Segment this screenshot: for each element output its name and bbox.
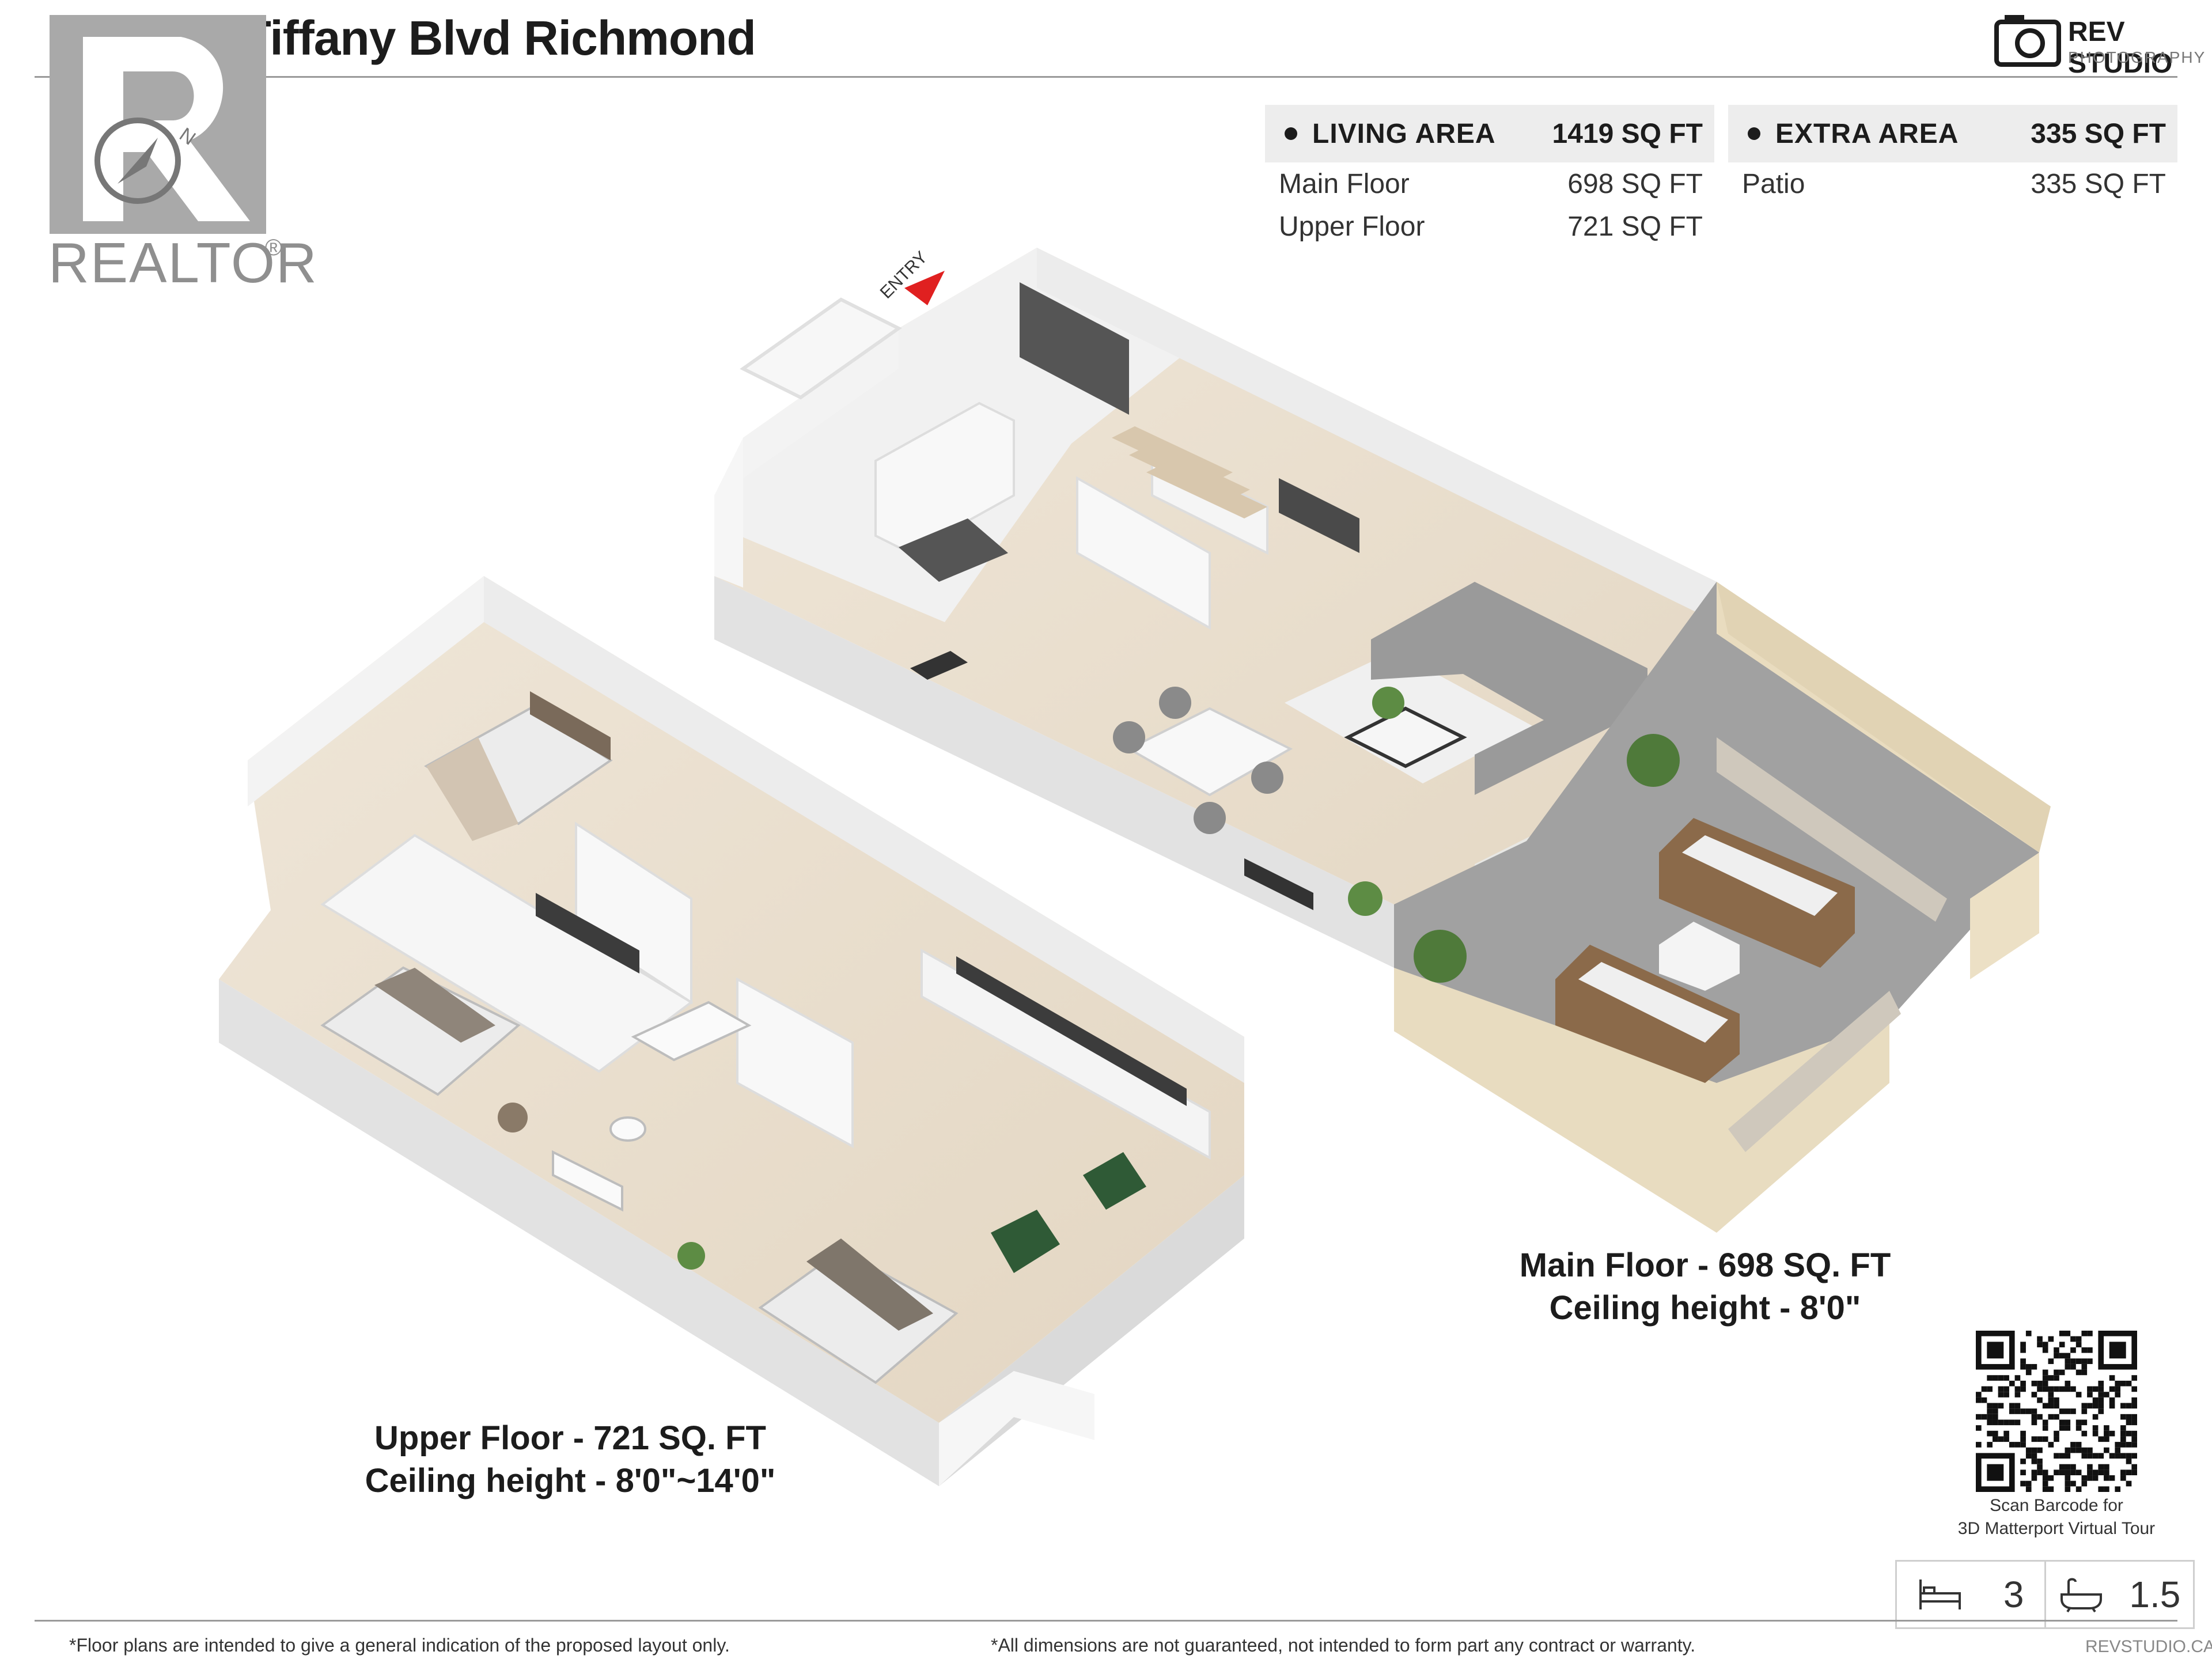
upper-floor-label: Upper Floor - 721 SQ. FT Ceiling height … bbox=[323, 1417, 818, 1502]
living-area-label: LIVING AREA bbox=[1312, 118, 1496, 149]
living-area-total: 1419 SQ FT bbox=[1552, 118, 1703, 149]
website-link[interactable]: REVSTUDIO.CA bbox=[2085, 1637, 2212, 1656]
extra-area-total: 335 SQ FT bbox=[2031, 118, 2166, 149]
camera-icon bbox=[1994, 15, 2061, 67]
realtor-logo: N bbox=[50, 15, 266, 234]
living-area-header: LIVING AREA 1419 SQ FT bbox=[1265, 105, 1714, 162]
extra-area-header: EXTRA AREA 335 SQ FT bbox=[1728, 105, 2177, 162]
bathroom-count: 1.5 bbox=[2129, 1574, 2181, 1615]
living-area-table: LIVING AREA 1419 SQ FT Main Floor 698 SQ… bbox=[1265, 105, 1714, 248]
top-divider bbox=[35, 76, 2177, 78]
bathtub-icon bbox=[2061, 1578, 2103, 1613]
main-floor-label: Main Floor - 698 SQ. FT Ceiling height -… bbox=[1475, 1244, 1936, 1330]
upper-floor-plan bbox=[219, 576, 1244, 1486]
bedroom-count: 3 bbox=[2003, 1574, 2024, 1615]
property-stats: 3 1.5 bbox=[1895, 1560, 2195, 1629]
bedrooms-stat: 3 bbox=[1897, 1562, 2044, 1627]
bottom-divider bbox=[35, 1620, 2177, 1622]
footnote-layout: *Floor plans are intended to give a gene… bbox=[69, 1635, 730, 1656]
bathrooms-stat: 1.5 bbox=[2044, 1562, 2194, 1627]
upper-floor-ceiling: Ceiling height - 8'0"~14'0" bbox=[365, 1462, 776, 1499]
qr-caption: Scan Barcode for 3D Matterport Virtual T… bbox=[1957, 1496, 2156, 1538]
bullet-icon bbox=[1285, 127, 1297, 140]
main-floor-plan: ENTRY bbox=[714, 248, 2051, 1233]
main-floor-ceiling: Ceiling height - 8'0" bbox=[1549, 1289, 1861, 1327]
footnote-warranty: *All dimensions are not guaranteed, not … bbox=[991, 1635, 1696, 1656]
main-floor-area: Main Floor - 698 SQ. FT bbox=[1519, 1247, 1891, 1284]
brand-name: REV STUDIO bbox=[2068, 17, 2173, 79]
bullet-icon bbox=[1748, 127, 1760, 140]
area-row-upper: Upper Floor 721 SQ FT bbox=[1279, 211, 1703, 242]
qr-code[interactable] bbox=[1976, 1331, 2137, 1492]
area-row-patio: Patio 335 SQ FT bbox=[1742, 168, 2166, 199]
upper-floor-area: Upper Floor - 721 SQ. FT bbox=[374, 1419, 766, 1457]
area-row-main: Main Floor 698 SQ FT bbox=[1279, 168, 1703, 199]
bed-icon bbox=[1919, 1580, 1961, 1609]
realtor-wordmark: REALTOR bbox=[48, 231, 318, 294]
registered-mark: ® bbox=[265, 235, 282, 260]
brand-subtitle: PHOTOGRAPHY bbox=[2068, 48, 2206, 66]
extra-area-table: EXTRA AREA 335 SQ FT Patio 335 SQ FT bbox=[1728, 105, 2177, 205]
extra-area-label: EXTRA AREA bbox=[1775, 118, 1959, 149]
